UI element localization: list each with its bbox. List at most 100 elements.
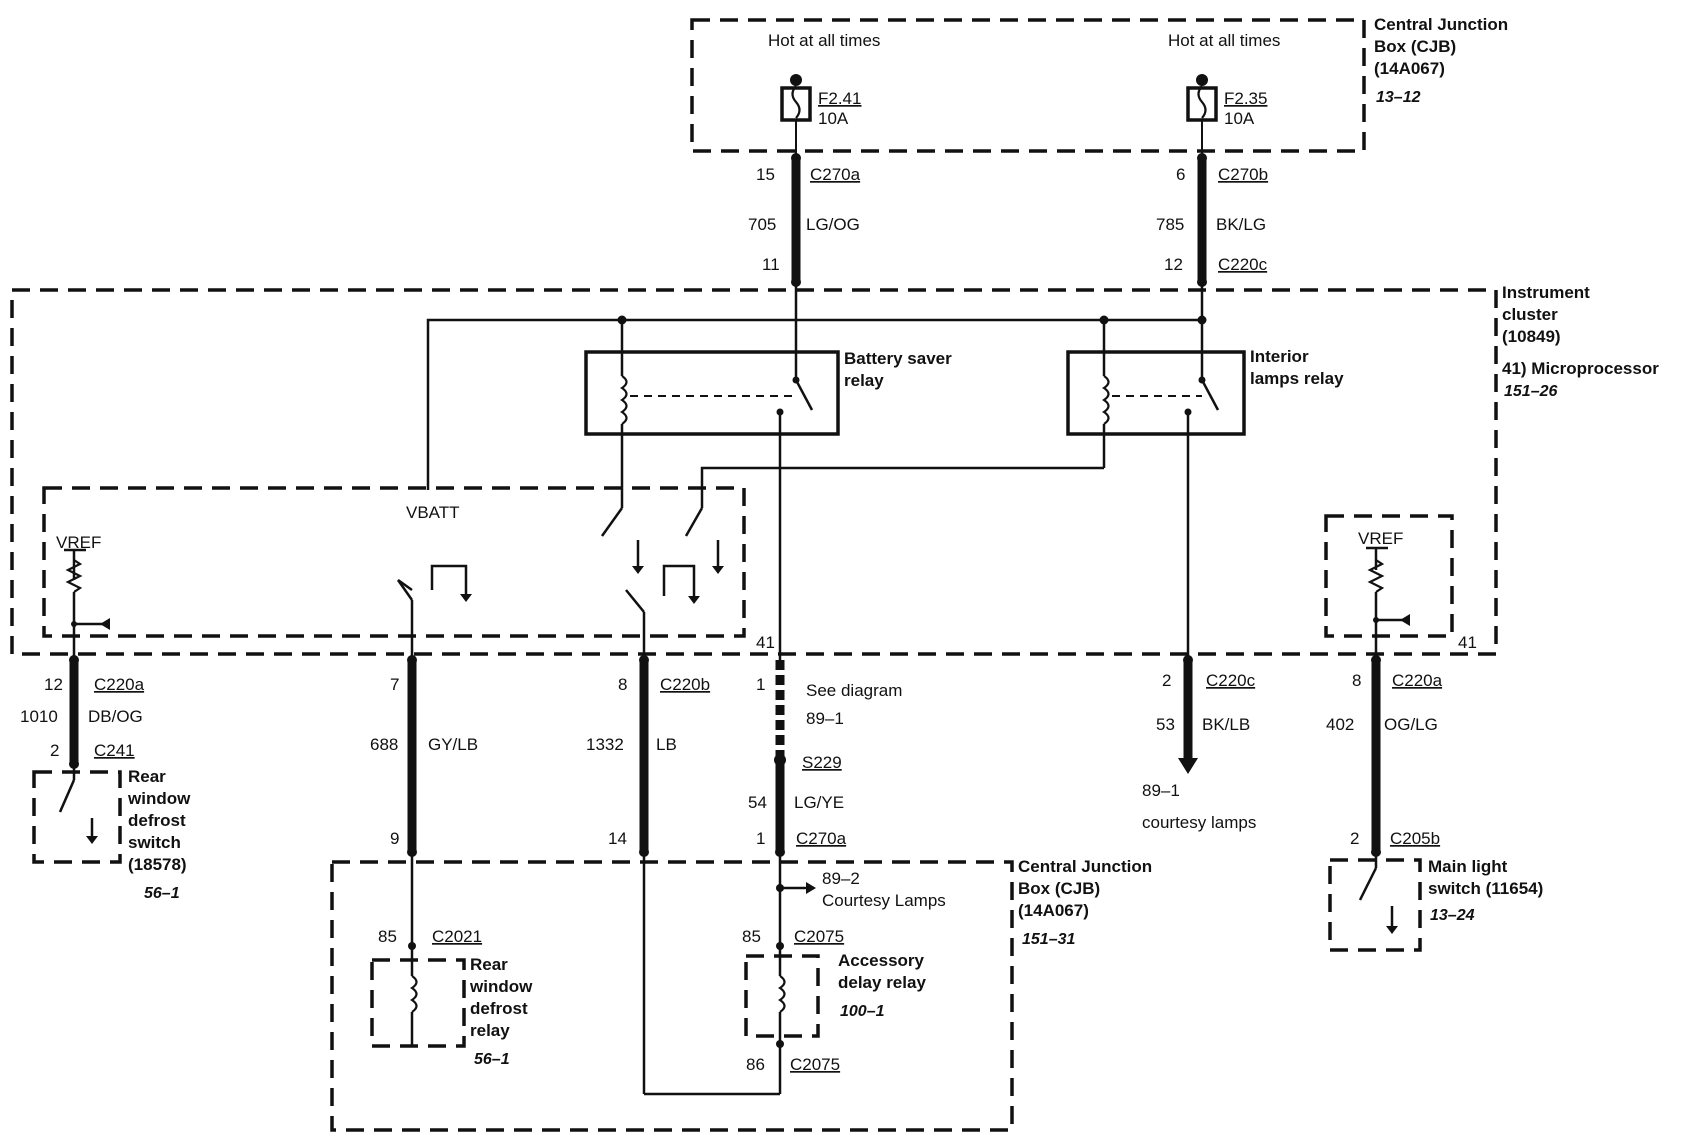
courtesy-label: courtesy lamps xyxy=(1142,813,1256,832)
acc-relay-label-1: Accessory xyxy=(838,951,925,970)
defrost-relay-label-2: window xyxy=(469,977,533,996)
courtesy-ref: 89–1 xyxy=(1142,781,1180,800)
battery-saver-relay-label-1: Battery saver xyxy=(844,349,952,368)
defrost-relay-conn: C2021 xyxy=(432,927,482,946)
lb-wire-pin-bottom: 14 xyxy=(608,829,627,848)
cluster-label-2: cluster xyxy=(1502,305,1558,324)
lgye-wire-pin-top: 1 xyxy=(756,675,765,694)
lb-wire-color: LB xyxy=(656,735,677,754)
cjb-top-label-3: (14A067) xyxy=(1374,59,1445,78)
feed-right-color: BK/LG xyxy=(1216,215,1266,234)
cjb-bottom-box xyxy=(330,860,1014,1132)
hot-at-all-times-2: Hot at all times xyxy=(1168,31,1280,50)
acc-relay-pin-bottom: 86 xyxy=(746,1055,765,1074)
vbatt-label: VBATT xyxy=(406,503,460,522)
vref-right-label: VREF xyxy=(1358,529,1403,548)
courtesy-conn-top: C220c xyxy=(1206,671,1256,690)
pin-41-right: 41 xyxy=(1458,633,1477,652)
rear-switch-label-4: switch xyxy=(128,833,181,852)
lgye-wire-color: LG/YE xyxy=(794,793,844,812)
battery-saver-relay-label-2: relay xyxy=(844,371,884,390)
rear-switch-conn-bottom: C241 xyxy=(94,741,135,760)
feed-left-pin-top: 15 xyxy=(756,165,775,184)
cjb-bottom-ref: 151–31 xyxy=(1022,931,1075,948)
microprocessor-left-box xyxy=(42,486,746,638)
rear-switch-label-5: (18578) xyxy=(128,855,187,874)
microprocessor-right-box xyxy=(1324,514,1454,638)
cjb-top-label-2: Box (CJB) xyxy=(1374,37,1456,56)
main-switch-conn-bottom: C205b xyxy=(1390,829,1440,848)
lb-wire-pin-top: 8 xyxy=(618,675,627,694)
gy-wire-circuit: 688 xyxy=(370,735,398,754)
cjb-top-ref: 13–12 xyxy=(1376,89,1421,106)
rear-switch-ref: 56–1 xyxy=(144,885,180,902)
main-switch-label-2: switch (11654) xyxy=(1428,879,1543,898)
acc-relay-ref: 100–1 xyxy=(840,1003,885,1020)
interior-lamps-relay xyxy=(1066,350,1246,436)
rear-switch-conn-top: C220a xyxy=(94,675,145,694)
feed-right-conn-bottom: C220c xyxy=(1218,255,1268,274)
rear-switch-pin-top: 12 xyxy=(44,675,63,694)
cluster-microprocessor: 41) Microprocessor xyxy=(1502,359,1659,378)
rear-switch-label-3: defrost xyxy=(128,811,186,830)
cjb-bottom-label-1: Central Junction xyxy=(1018,857,1152,876)
courtesy-arrow xyxy=(1178,758,1198,774)
feed-left-conn-top: C270a xyxy=(810,165,861,184)
fuse-f235-id: F2.35 xyxy=(1224,89,1267,108)
battery-saver-relay xyxy=(584,350,840,436)
lb-wire-circuit: 1332 xyxy=(586,735,624,754)
lgye-wire-circuit: 54 xyxy=(748,793,767,812)
cjb-top-label-1: Central Junction xyxy=(1374,15,1508,34)
courtesy-lamps-arrow-ref: 89–2 xyxy=(822,869,860,888)
hot-at-all-times-1: Hot at all times xyxy=(768,31,880,50)
acc-relay-pin-top: 85 xyxy=(742,927,761,946)
gy-wire-pin-bottom: 9 xyxy=(390,829,399,848)
splice-s229-label: S229 xyxy=(802,753,842,772)
fuse-f241 xyxy=(780,74,812,122)
accessory-delay-relay-box xyxy=(744,954,820,1038)
defrost-relay-pin: 85 xyxy=(378,927,397,946)
fuse-f241-rating: 10A xyxy=(818,109,849,128)
acc-relay-label-2: delay relay xyxy=(838,973,926,992)
courtesy-pin-top: 2 xyxy=(1162,671,1171,690)
main-switch-circuit: 402 xyxy=(1326,715,1354,734)
acc-relay-conn-bottom: C2075 xyxy=(790,1055,840,1074)
feed-right-pin-bottom: 12 xyxy=(1164,255,1183,274)
cluster-ref: 151–26 xyxy=(1504,383,1557,400)
main-switch-color: OG/LG xyxy=(1384,715,1438,734)
lb-wire-conn-top: C220b xyxy=(660,675,710,694)
rear-switch-circuit: 1010 xyxy=(20,707,58,726)
rear-defrost-relay-box xyxy=(370,958,466,1048)
rear-switch-label-1: Rear xyxy=(128,767,166,786)
cjb-bottom-label-2: Box (CJB) xyxy=(1018,879,1100,898)
main-switch-pin-bottom: 2 xyxy=(1350,829,1359,848)
instrument-cluster-box xyxy=(10,288,1498,656)
gy-wire-pin-top: 7 xyxy=(390,675,399,694)
main-switch-ref: 13–24 xyxy=(1430,907,1475,924)
feed-left-color: LG/OG xyxy=(806,215,860,234)
gy-wire-color: GY/LB xyxy=(428,735,478,754)
rear-defrost-switch-box xyxy=(32,770,122,864)
feed-right-pin-top: 6 xyxy=(1176,165,1185,184)
cjb-bottom-label-3: (14A067) xyxy=(1018,901,1089,920)
fuse-f235 xyxy=(1186,74,1218,122)
feed-left-pin-bottom: 11 xyxy=(762,255,780,274)
defrost-relay-label-4: relay xyxy=(470,1021,510,1040)
cjb-top-box xyxy=(690,18,1366,153)
courtesy-circuit: 53 xyxy=(1156,715,1175,734)
lgye-see-ref: 89–1 xyxy=(806,709,844,728)
cluster-label-1: Instrument xyxy=(1502,283,1590,302)
fuse-f241-id: F2.41 xyxy=(818,89,861,108)
pin-41-left: 41 xyxy=(756,633,775,652)
cluster-label-3: (10849) xyxy=(1502,327,1561,346)
feed-right-conn-top: C270b xyxy=(1218,165,1268,184)
vref-left-label: VREF xyxy=(56,533,101,552)
courtesy-lamps-arrow-label: Courtesy Lamps xyxy=(822,891,946,910)
interior-lamps-relay-label-1: Interior xyxy=(1250,347,1309,366)
main-switch-label-1: Main light xyxy=(1428,857,1508,876)
main-switch-pin-top: 8 xyxy=(1352,671,1361,690)
main-light-switch-box xyxy=(1328,858,1422,952)
main-switch-conn-top: C220a xyxy=(1392,671,1443,690)
lgye-wire-conn-bottom: C270a xyxy=(796,829,847,848)
